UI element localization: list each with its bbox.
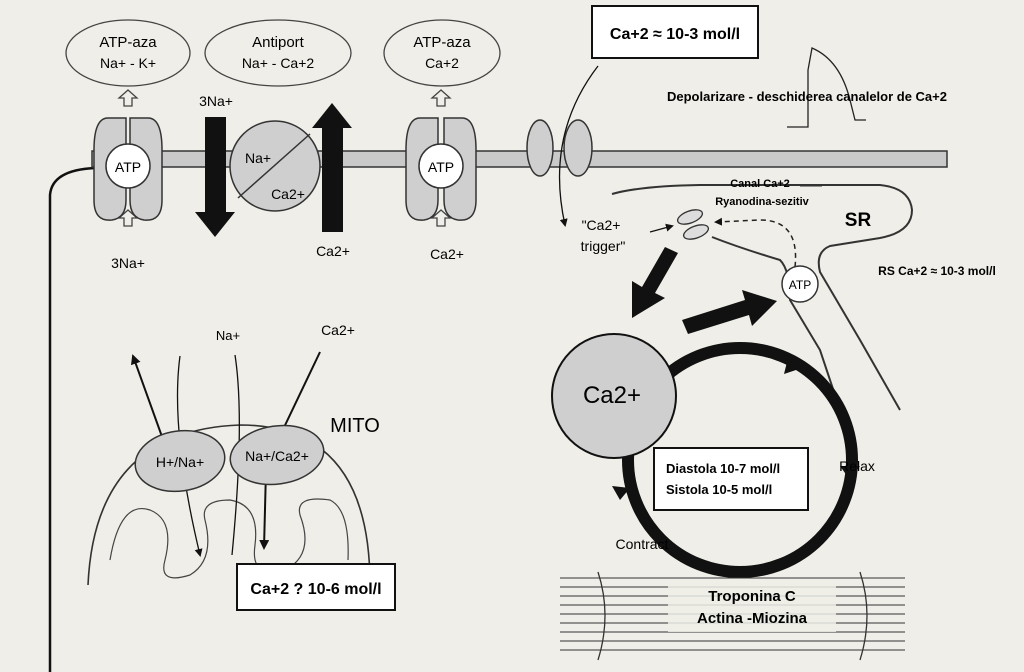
action-potential-trace	[787, 47, 866, 128]
trigger-label-2: trigger"	[581, 238, 626, 254]
ryanodine-receptor	[649, 209, 710, 240]
l-type-calcium-channel	[526, 119, 593, 177]
svg-text:ATP-aza: ATP-aza	[413, 34, 471, 51]
sr-title: SR	[845, 210, 872, 231]
na-efflux-arrow	[195, 117, 235, 237]
contraction-cycle	[612, 342, 860, 578]
pump-na-k-atpase: ATP	[93, 117, 163, 221]
svg-text:Diastola 10-7 mol/l: Diastola 10-7 mol/l	[666, 461, 780, 476]
svg-text:Ca+2 ? 10-6 mol/l: Ca+2 ? 10-6 mol/l	[250, 581, 381, 598]
svg-text:H+/Na+: H+/Na+	[156, 454, 204, 470]
contract-label: Contract	[616, 536, 669, 552]
cytosolic-concentration-box: Diastola 10-7 mol/l Sistola 10-5 mol/l	[653, 447, 809, 511]
svg-text:Ca2+: Ca2+	[583, 382, 641, 409]
atp-label-1: ATP	[115, 159, 141, 175]
ca-trigger-arrow	[558, 65, 599, 227]
mito-na-ca-exchanger: Na+/Ca2+	[229, 424, 325, 486]
ca-influx-arrow	[312, 103, 352, 232]
pump-ca-atpase: ATP	[405, 117, 477, 221]
label-3na-top: 3Na+	[199, 93, 233, 109]
mito-ca-label: Ca2+	[321, 322, 355, 338]
sr-atp-pump: ATP	[781, 265, 819, 303]
svg-text:Ca2+: Ca2+	[271, 186, 305, 202]
svg-text:Na+ - K+: Na+ - K+	[100, 55, 156, 71]
box-atpase-na-k: ATP-aza Na+ - K+	[65, 19, 191, 87]
cytosolic-ca-circle: Ca2+	[551, 333, 677, 459]
mito-na-label: Na+	[216, 328, 240, 343]
exchanger-na-ca: Na+ Ca2+	[229, 120, 321, 212]
mito-h-na-exchanger: H+/Na+	[134, 429, 226, 493]
label-ca-pump: Ca2+	[430, 246, 464, 262]
svg-text:Antiport: Antiport	[252, 34, 305, 51]
hollow-up-arrows	[117, 89, 452, 227]
svg-text:Na+: Na+	[245, 150, 271, 166]
svg-text:Na+/Ca2+: Na+/Ca2+	[245, 448, 309, 464]
svg-text:Sistola 10-5 mol/l: Sistola 10-5 mol/l	[666, 482, 772, 497]
svg-text:Ca+2 ≈ 10-3 mol/l: Ca+2 ≈ 10-3 mol/l	[610, 26, 740, 43]
svg-text:ATP: ATP	[789, 278, 811, 292]
ca-release-arrow	[632, 247, 678, 318]
relax-label: Relax	[839, 458, 875, 474]
label-3na-bottom: 3Na+	[111, 255, 145, 271]
box-atpase-ca: ATP-aza Ca+2	[383, 19, 501, 87]
ryanodine-sensitive-label: Ryanodina-sezitiv	[715, 196, 809, 208]
svg-text:ATP-aza: ATP-aza	[99, 34, 157, 51]
svg-text:Ca+2: Ca+2	[425, 55, 459, 71]
myofilaments: Troponina C Actina -Miozina	[560, 571, 905, 661]
mitochondrion: MITO	[87, 415, 380, 586]
atp-label-2: ATP	[428, 159, 454, 175]
sr-reuptake-dashed-arrow	[714, 217, 797, 268]
sr-concentration-label: RS Ca+2 ≈ 10-3 mol/l	[878, 264, 996, 278]
sarcoplasmic-reticulum-outline	[611, 184, 914, 411]
extracellular-ca-box: Ca+2 ≈ 10-3 mol/l	[591, 5, 759, 59]
label-ca-exchanger: Ca2+	[316, 243, 350, 259]
cell-membrane-outline	[48, 166, 96, 672]
box-antiport-na-ca: Antiport Na+ - Ca+2	[204, 19, 352, 87]
mito-ca-box: Ca+2 ? 10-6 mol/l	[236, 563, 396, 611]
svg-text:Troponina C: Troponina C	[708, 588, 796, 605]
trigger-label-1: "Ca2+	[582, 217, 621, 233]
svg-text:Na+ - Ca+2: Na+ - Ca+2	[242, 55, 315, 71]
svg-text:Actina -Miozina: Actina -Miozina	[697, 610, 808, 627]
depolarization-label: Depolarizare - deschiderea canalelor de …	[667, 89, 947, 104]
ryanodine-channel-label: Canal Ca+2	[730, 178, 790, 190]
mito-title: MITO	[330, 415, 380, 437]
ca-reuptake-arrow	[682, 290, 777, 334]
